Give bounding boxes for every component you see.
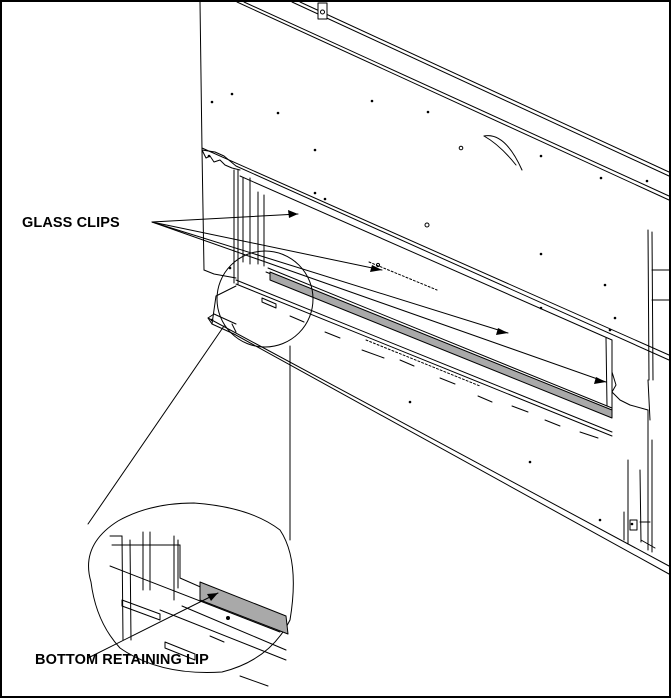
bottom-retaining-lip-label: BOTTOM RETAINING LIP bbox=[35, 652, 209, 668]
arrowheads bbox=[207, 210, 606, 601]
base-skirt bbox=[207, 285, 670, 575]
glass-clips-label: GLASS CLIPS bbox=[22, 215, 120, 231]
callout-arrows bbox=[87, 213, 607, 659]
glass-panel bbox=[201, 92, 670, 421]
firebox-frame bbox=[233, 169, 613, 439]
cabinet-body bbox=[199, 1, 670, 381]
detail-view bbox=[88, 502, 294, 687]
detail-indicator bbox=[87, 250, 314, 541]
